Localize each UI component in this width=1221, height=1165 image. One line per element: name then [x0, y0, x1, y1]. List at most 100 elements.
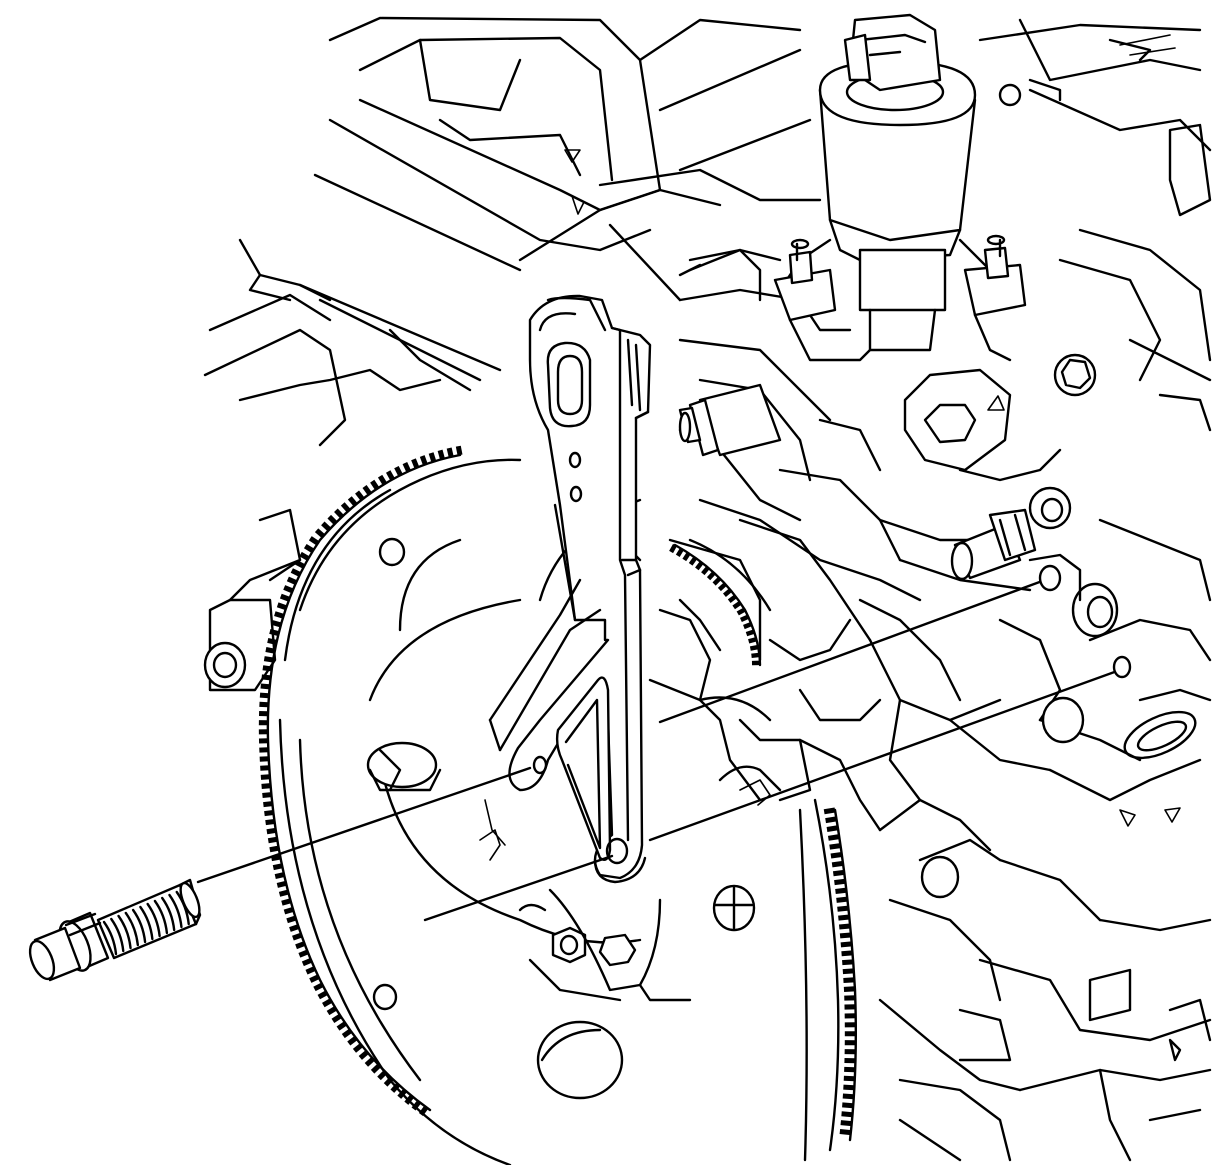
gear-tooth — [341, 1028, 353, 1039]
gear-tooth — [321, 521, 332, 532]
gear-tooth — [404, 1094, 414, 1105]
gear-tooth — [841, 950, 853, 957]
gear-tooth — [840, 941, 852, 948]
gear-tooth — [701, 566, 710, 576]
gear-tooth — [843, 977, 855, 984]
gear-tooth — [370, 1063, 381, 1074]
gear-tooth — [358, 1050, 369, 1060]
gear-tooth — [411, 458, 420, 469]
gear-tooth — [259, 692, 270, 699]
gear-tooth — [290, 568, 302, 577]
bolt-thread — [168, 893, 183, 929]
gear-tooth — [292, 932, 303, 941]
gear-tooth — [844, 1004, 856, 1010]
gear-tooth — [843, 986, 856, 992]
gear-tooth — [352, 1043, 364, 1053]
gear-tooth — [317, 990, 328, 1000]
bolt-thread — [124, 911, 140, 947]
gear-tooth — [840, 1120, 852, 1127]
gear-tooth — [727, 594, 737, 603]
gear-tooth — [331, 1013, 342, 1023]
gear-tooth — [260, 774, 271, 780]
gear-tooth — [262, 792, 272, 799]
gear-tooth — [675, 547, 684, 558]
gear-tooth — [383, 1076, 394, 1087]
gear-tooth — [313, 982, 324, 992]
bolt-thread — [131, 908, 147, 944]
gear-tooth — [712, 576, 722, 586]
gear-tooth — [258, 720, 268, 726]
gear-tooth — [336, 1021, 347, 1031]
bolt-thread — [139, 905, 154, 941]
bolt-thread — [117, 914, 132, 950]
gear-tooth — [326, 1006, 337, 1016]
gear-tooth — [834, 878, 846, 886]
gear-tooth — [745, 629, 755, 637]
gear-tooth — [276, 880, 287, 888]
gear-tooth — [269, 629, 280, 637]
gear-tooth — [844, 1057, 856, 1064]
gear-tooth — [823, 807, 836, 815]
gear-tooth — [259, 701, 269, 708]
gear-tooth — [749, 644, 759, 651]
gear-tooth — [263, 801, 273, 808]
gear-tooth — [274, 872, 285, 880]
gear-tooth — [258, 729, 268, 735]
gear-tooth — [844, 1031, 856, 1037]
gear-tooth — [839, 1128, 852, 1136]
gear-tooth — [269, 845, 280, 853]
gear-tooth — [308, 536, 320, 546]
gear-tooth — [301, 957, 313, 967]
gear-tooth — [276, 602, 287, 611]
gear-tooth — [682, 552, 691, 562]
gear-tooth — [842, 968, 854, 975]
gear-tooth — [279, 593, 291, 602]
gear-tooth — [394, 465, 403, 477]
gear-tooth — [751, 652, 760, 659]
gear-tooth — [340, 502, 351, 513]
gear-tooth — [428, 452, 437, 463]
gear-tooth — [283, 585, 294, 594]
gear-tooth — [751, 660, 761, 666]
gear-tooth — [831, 860, 844, 868]
gear-tooth — [283, 907, 294, 915]
bolt-thread — [153, 899, 169, 935]
gear-tooth — [266, 827, 277, 835]
gear-tooth — [385, 470, 395, 481]
gear-tooth — [836, 896, 848, 903]
bolt-thread — [110, 917, 125, 953]
gear-tooth — [322, 998, 333, 1008]
gear-tooth — [841, 1111, 853, 1118]
gear-tooth — [260, 765, 270, 771]
gear-tooth — [295, 941, 306, 950]
gear-tooth — [832, 869, 845, 877]
gear-tooth — [289, 924, 300, 932]
gear-tooth — [377, 1070, 388, 1081]
gear-tooth — [377, 474, 387, 486]
gear-tooth — [827, 834, 840, 841]
gear-tooth — [294, 559, 306, 569]
stud-bolt — [28, 878, 202, 982]
gear-tooth — [267, 836, 278, 844]
gear-tooth — [835, 887, 847, 894]
gear-tooth — [844, 995, 856, 1001]
gear-tooth — [669, 543, 677, 554]
gear-tooth — [695, 561, 704, 571]
gear-tooth — [418, 1105, 429, 1117]
bolt-thread — [146, 902, 161, 938]
gear-tooth — [314, 528, 326, 539]
gear-tooth — [842, 959, 854, 966]
gear-tooth — [844, 1049, 856, 1055]
gear-tooth — [347, 1036, 358, 1046]
gear-tooth — [437, 449, 445, 460]
gear-tooth — [347, 496, 358, 507]
gear-tooth — [260, 683, 270, 690]
gear-tooth — [829, 843, 841, 850]
gear-tooth — [825, 816, 837, 824]
gear-tooth — [327, 514, 338, 525]
gear-tooth — [271, 620, 282, 628]
gear-tooth — [298, 949, 309, 958]
gear-tooth — [264, 810, 274, 817]
gear-tooth — [419, 455, 428, 466]
gear-tooth — [299, 551, 310, 561]
